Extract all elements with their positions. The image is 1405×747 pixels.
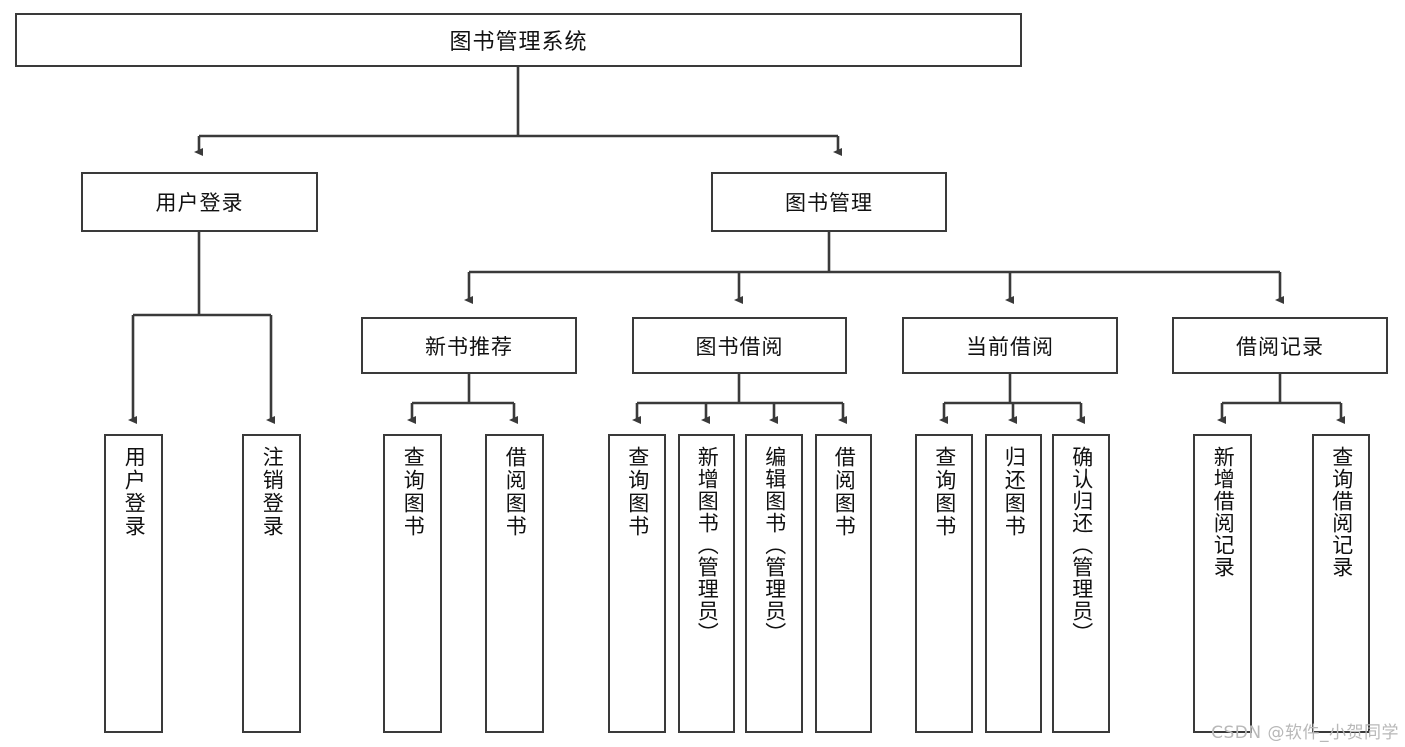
- leaf-label: 查询图书: [625, 446, 650, 538]
- leaf-add-record[interactable]: 新增借阅记录: [1193, 434, 1252, 733]
- node-new-book-recommend[interactable]: 新书推荐: [361, 317, 577, 374]
- leaf-logout[interactable]: 注销登录: [242, 434, 301, 733]
- node-label: 用户登录: [155, 191, 244, 215]
- node-label: 借阅记录: [1236, 334, 1324, 359]
- leaf-query-record[interactable]: 查询借阅记录: [1312, 434, 1370, 733]
- node-borrow-record[interactable]: 借阅记录: [1172, 317, 1388, 374]
- leaf-label: 查询借阅记录: [1329, 446, 1354, 578]
- leaf-confirm-return[interactable]: 确认归还（管理员）: [1052, 434, 1110, 733]
- node-root-system[interactable]: 图书管理系统: [15, 13, 1022, 67]
- node-label: 新书推荐: [425, 334, 513, 359]
- leaf-label: 用户登录: [122, 446, 147, 538]
- node-book-borrow[interactable]: 图书借阅: [632, 317, 847, 374]
- node-current-borrow[interactable]: 当前借阅: [902, 317, 1118, 374]
- node-label: 图书借阅: [695, 334, 784, 359]
- leaf-label: 新增借阅记录: [1211, 446, 1236, 578]
- leaf-label: 归还图书: [1002, 446, 1027, 538]
- leaf-borrow-book-2[interactable]: 借阅图书: [815, 434, 872, 733]
- leaf-label: 查询图书: [932, 446, 957, 538]
- leaf-query-book-1[interactable]: 查询图书: [383, 434, 442, 733]
- node-user-login[interactable]: 用户登录: [81, 172, 318, 232]
- leaf-user-login[interactable]: 用户登录: [104, 434, 163, 733]
- watermark-text: CSDN @软件_小贺同学: [1211, 723, 1399, 743]
- leaf-edit-book[interactable]: 编辑图书（管理员）: [745, 434, 803, 733]
- leaf-borrow-book-1[interactable]: 借阅图书: [485, 434, 544, 733]
- leaf-query-book-2[interactable]: 查询图书: [608, 434, 666, 733]
- node-label: 当前借阅: [966, 334, 1054, 359]
- leaf-label: 借阅图书: [503, 446, 528, 538]
- leaf-add-book[interactable]: 新增图书（管理员）: [678, 434, 735, 733]
- leaf-label: 确认归还（管理员）: [1069, 446, 1094, 644]
- leaf-label: 注销登录: [260, 446, 285, 538]
- node-book-management[interactable]: 图书管理: [711, 172, 947, 232]
- leaf-label: 新增图书（管理员）: [695, 446, 720, 644]
- leaf-label: 借阅图书: [832, 446, 857, 538]
- leaf-return-book[interactable]: 归还图书: [985, 434, 1042, 733]
- node-label: 图书管理: [785, 191, 873, 215]
- node-label: 图书管理系统: [449, 30, 588, 55]
- leaf-query-book-3[interactable]: 查询图书: [915, 434, 973, 733]
- leaf-label: 查询图书: [401, 446, 426, 538]
- leaf-label: 编辑图书（管理员）: [762, 446, 787, 644]
